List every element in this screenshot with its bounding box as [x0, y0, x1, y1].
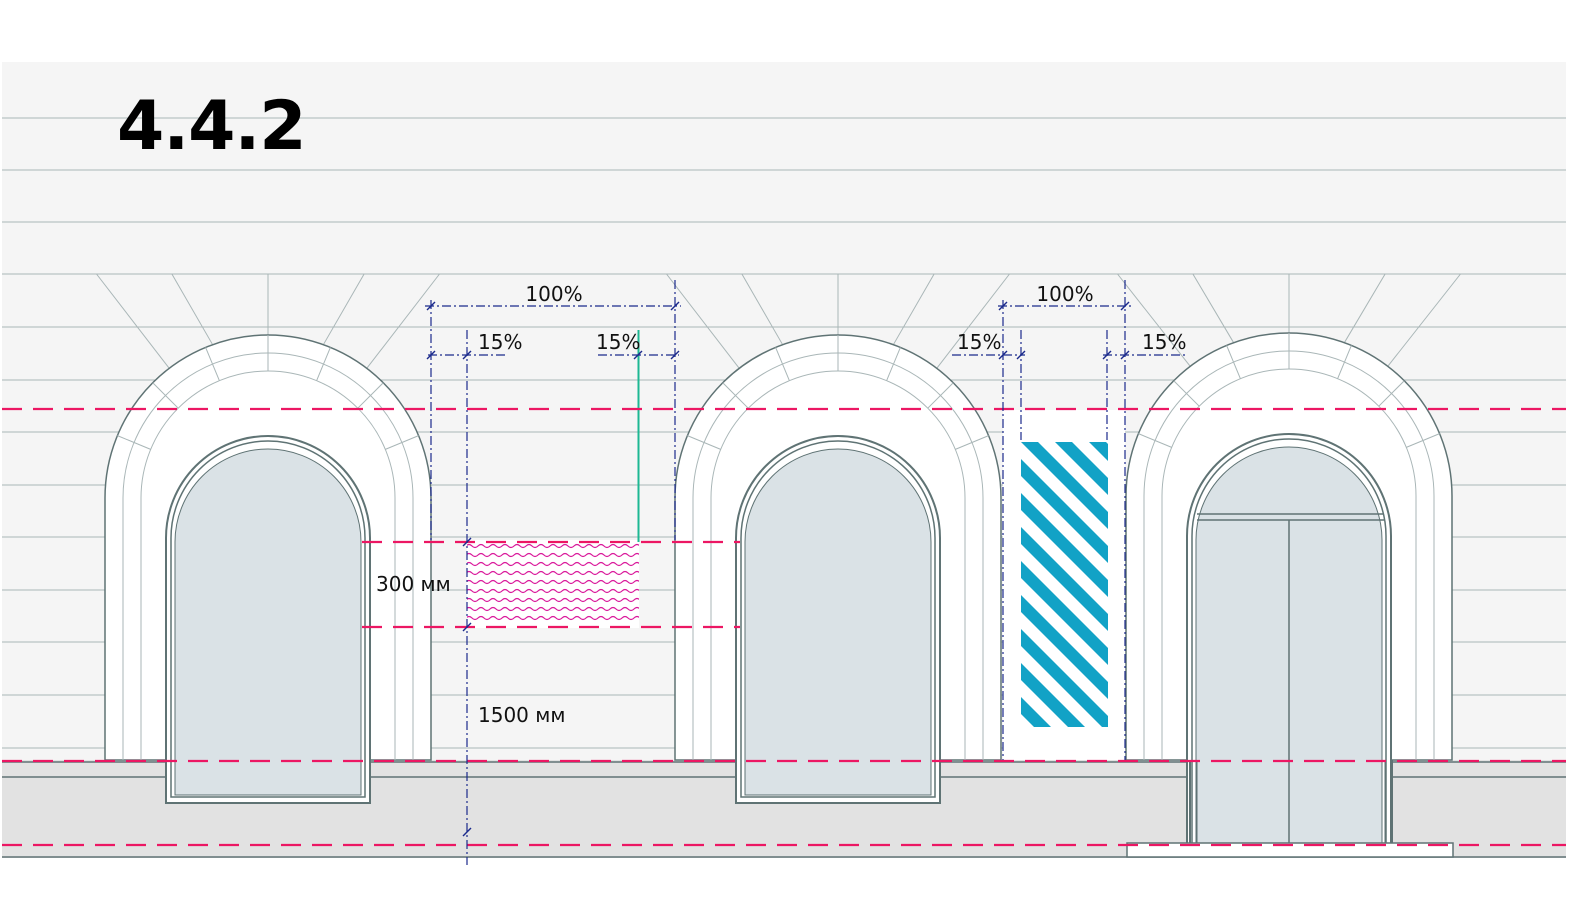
arch-segment-line [886, 347, 901, 381]
arch-segment-line [1138, 433, 1172, 448]
wave-line [467, 570, 639, 576]
vertical-sign-stripes [1021, 442, 1108, 727]
window-glass [174, 448, 362, 796]
arch-segment-line [1337, 345, 1352, 379]
entrance-door [1126, 513, 1454, 858]
sign2-margin-right-label: 15% [1142, 330, 1186, 354]
window-frame-inner [170, 440, 366, 798]
sign1-margin-right-label: 15% [596, 330, 640, 354]
arch-segment-line [117, 435, 151, 450]
arch-window-left [96, 273, 440, 804]
arch-ring-line [140, 370, 396, 760]
arch-segment-line [1406, 433, 1440, 448]
arch-segment-line [1378, 380, 1405, 407]
arch-segment-line [205, 347, 220, 381]
arch-segment-line [1173, 380, 1200, 407]
arch-voussoir-lines [666, 273, 1010, 369]
wave-line [467, 606, 639, 612]
sign1-bottom-offset-label: 1500 мм [478, 703, 565, 727]
arch-segment-line [152, 382, 179, 409]
window-glass [744, 448, 932, 796]
stripe-band [1021, 442, 1108, 529]
arch-window-middle [666, 273, 1010, 804]
wave-line [467, 588, 639, 594]
wave-line [467, 579, 639, 585]
wave-line [467, 543, 639, 549]
stripe-band [1021, 493, 1108, 597]
stripe-band [1055, 442, 1108, 495]
guide-lines [2, 407, 1566, 847]
arch-segment-line [722, 382, 749, 409]
window-frame-inner [740, 440, 936, 798]
arch-segment-line [1226, 345, 1241, 379]
wave-line [467, 561, 639, 567]
arch-segment-line [316, 347, 331, 381]
sign-wave-pattern [467, 543, 639, 621]
arch-segment-line [955, 435, 989, 450]
dimension-lines [425, 280, 1186, 865]
stripe-band [1021, 629, 1108, 727]
arch-segment-line [385, 435, 419, 450]
sign1-height-label: 300 мм [376, 572, 451, 596]
arch-voussoir-lines [1117, 273, 1461, 367]
arch-segment-line [687, 435, 721, 450]
arch-ring-line [710, 370, 966, 760]
sign1-width-label: 100% [525, 282, 582, 306]
sign2-margin-left-label: 15% [957, 330, 1001, 354]
stripe-band [1021, 527, 1108, 631]
stripe-band [1021, 697, 1051, 727]
section-number: 4.4.2 [117, 87, 306, 166]
stripe-band [1021, 459, 1108, 563]
sign1-margin-left-label: 15% [478, 330, 522, 354]
dimension-ticks [426, 301, 1130, 837]
arch-ring-line [1161, 368, 1417, 760]
window-frame-inner [1191, 438, 1387, 845]
wave-line [467, 615, 639, 621]
stripe-band [1021, 595, 1108, 699]
arch-segment-line [357, 382, 384, 409]
arch-segment-line [775, 347, 790, 381]
door-step [1126, 842, 1454, 858]
stripe-band [1021, 663, 1085, 727]
stripe-band [1021, 561, 1108, 665]
wave-line [467, 552, 639, 558]
arch-voussoir-lines [96, 273, 440, 369]
arch-segment-line [927, 382, 954, 409]
sign2-width-label: 100% [1036, 282, 1093, 306]
wave-line [467, 597, 639, 603]
stripe-band [1089, 442, 1108, 461]
